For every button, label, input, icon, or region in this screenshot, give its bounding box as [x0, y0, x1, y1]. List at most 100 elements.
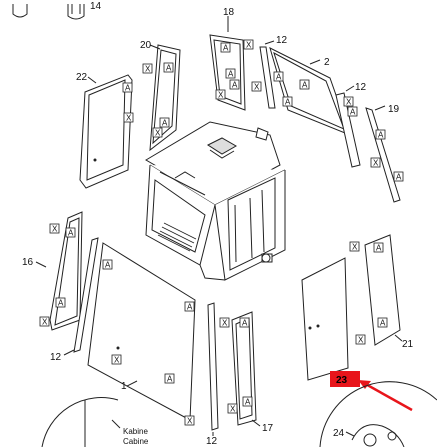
marker-a-16: A	[375, 129, 386, 140]
svg-text:A: A	[162, 119, 168, 128]
marker-x-14: X	[343, 96, 354, 107]
label-21: 21	[402, 339, 414, 350]
marker-a-30: A	[239, 317, 250, 328]
marker-x-17: X	[370, 157, 381, 168]
svg-text:X: X	[352, 243, 358, 252]
svg-text:A: A	[380, 319, 386, 328]
label-2: 2	[324, 57, 330, 68]
panel-2	[269, 47, 351, 136]
marker-a-22: A	[55, 297, 66, 308]
marker-a-12: A	[159, 117, 170, 128]
marker-a-2: A	[163, 62, 174, 73]
marker-x-33: X	[349, 241, 360, 252]
marker-x-23: X	[39, 316, 50, 327]
marker-a-20: A	[65, 227, 76, 238]
svg-text:A: A	[242, 319, 248, 328]
svg-text:X: X	[373, 159, 379, 168]
svg-text:X: X	[187, 417, 193, 426]
strip-12-top	[259, 40, 276, 109]
label-17: 17	[262, 423, 274, 434]
top-left-part-icons	[12, 4, 85, 20]
svg-text:X: X	[114, 356, 120, 365]
marker-a-18: A	[393, 171, 404, 182]
label-12-top: 12	[276, 35, 288, 46]
svg-text:A: A	[105, 261, 111, 270]
marker-a-8: A	[273, 71, 284, 82]
marker-a-36: A	[377, 317, 388, 328]
detail-circle-right	[319, 381, 437, 447]
marker-a-19: A	[299, 79, 310, 90]
svg-text:A: A	[125, 84, 131, 93]
marker-a-34: A	[373, 242, 384, 253]
marker-a-31: A	[242, 396, 253, 407]
svg-text:A: A	[276, 73, 282, 82]
svg-text:X: X	[155, 129, 161, 138]
svg-text:X: X	[218, 91, 224, 100]
svg-text:X: X	[254, 83, 260, 92]
svg-text:X: X	[346, 98, 352, 107]
svg-text:X: X	[222, 319, 228, 328]
marker-x-29: X	[219, 317, 230, 328]
label-12-left: 12	[50, 352, 62, 363]
detail-circle-left	[41, 397, 121, 447]
label-12-bottom: 12	[206, 436, 218, 447]
svg-text:A: A	[396, 173, 402, 182]
label-14: 14	[90, 1, 102, 12]
label-1: 1	[121, 381, 127, 392]
marker-x-5: X	[215, 89, 226, 100]
marker-a-15: A	[347, 106, 358, 117]
marker-a-27: A	[164, 373, 175, 384]
panel-19	[365, 105, 401, 203]
callout-kabine: Kabine	[123, 427, 148, 436]
marker-a-0: A	[220, 42, 231, 53]
panel-21	[364, 234, 403, 346]
strip-12-left	[63, 237, 99, 356]
svg-text:A: A	[302, 81, 308, 90]
svg-text:A: A	[378, 131, 384, 140]
label-12-right: 12	[355, 82, 367, 93]
marker-x-13: X	[152, 127, 163, 138]
svg-text:X: X	[52, 225, 58, 234]
marker-a-10: A	[122, 82, 133, 93]
marker-a-7: A	[229, 79, 240, 90]
label-23: 23	[336, 375, 348, 386]
marker-a-26: A	[184, 301, 195, 312]
label-20: 20	[140, 40, 152, 51]
svg-text:X: X	[230, 405, 236, 414]
marker-x-21: X	[49, 223, 60, 234]
svg-text:A: A	[166, 64, 172, 73]
svg-text:X: X	[145, 65, 151, 74]
marker-x-1: X	[243, 39, 254, 50]
svg-text:A: A	[376, 244, 382, 253]
callout-cabine: Cabine	[123, 437, 149, 446]
svg-text:X: X	[42, 318, 48, 327]
label-16: 16	[22, 257, 34, 268]
marker-x-11: X	[123, 112, 134, 123]
svg-text:A: A	[223, 44, 229, 53]
marker-x-3: X	[142, 63, 153, 74]
svg-text:A: A	[167, 375, 173, 384]
svg-text:A: A	[58, 299, 64, 308]
marker-a-24: A	[102, 259, 113, 270]
strip-12-right	[335, 85, 361, 168]
marker-x-6: X	[251, 81, 262, 92]
marker-x-35: X	[355, 334, 366, 345]
svg-text:A: A	[68, 229, 74, 238]
svg-text:A: A	[187, 303, 193, 312]
panel-18	[209, 16, 246, 111]
arrow-23	[358, 380, 413, 412]
svg-text:X: X	[246, 41, 252, 50]
label-18: 18	[223, 7, 235, 18]
marker-x-28: X	[184, 415, 195, 426]
marker-x-32: X	[227, 403, 238, 414]
marker-a-9: A	[282, 96, 293, 107]
highlight-23	[330, 371, 360, 387]
svg-text:X: X	[126, 114, 132, 123]
marker-x-25: X	[111, 354, 122, 365]
svg-text:A: A	[285, 98, 291, 107]
label-24: 24	[333, 428, 345, 439]
panel-22	[79, 74, 133, 189]
label-22: 22	[76, 72, 88, 83]
